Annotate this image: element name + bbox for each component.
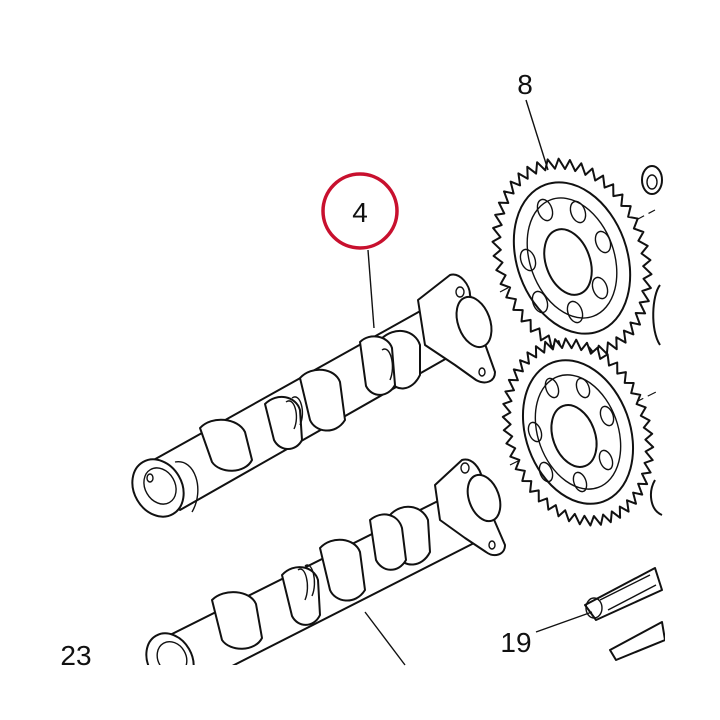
cam-gear-upper (491, 157, 663, 359)
leader-line-lower-cam (364, 611, 406, 666)
chain-tensioner-part (584, 567, 665, 661)
leader-line-19 (535, 611, 593, 633)
cam-gear-lower (501, 284, 663, 527)
leader-line-4 (367, 249, 375, 329)
callout-4: 4 (352, 197, 368, 228)
callout-19: 19 (500, 627, 531, 658)
camshaft-exhaust (145, 458, 506, 665)
leader-line-8 (525, 99, 549, 171)
part-4-highlight-circle (321, 172, 399, 250)
camshaft-intake (131, 273, 496, 518)
callout-8: 8 (517, 69, 533, 100)
callout-23: 23 (60, 640, 91, 671)
